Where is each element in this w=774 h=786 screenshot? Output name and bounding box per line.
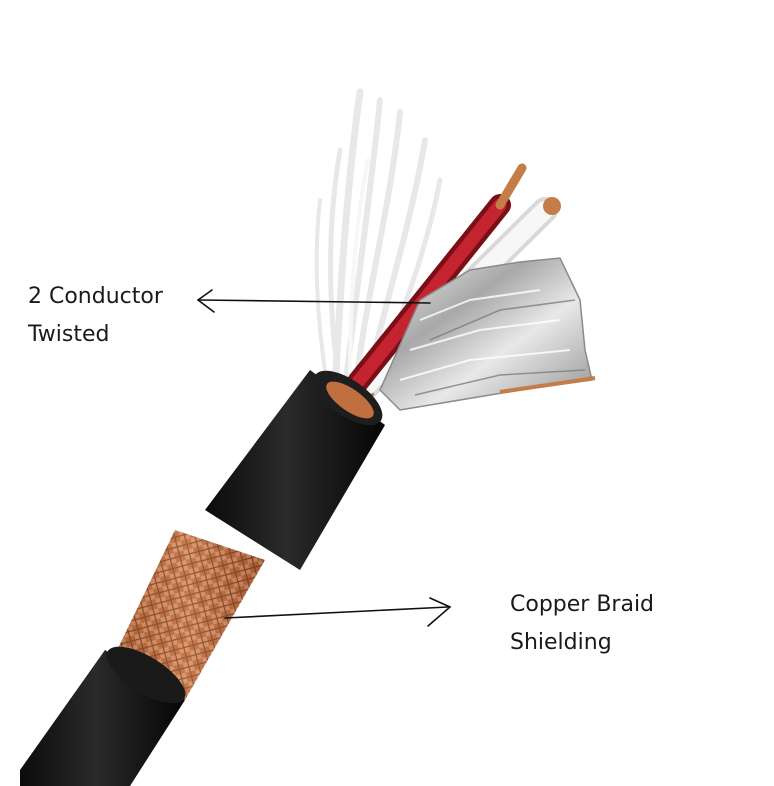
conductor-annotation-line1: 2 Conductor <box>28 284 163 309</box>
conductor-annotation-line2: Twisted <box>28 322 110 347</box>
inner-jacket <box>205 370 385 570</box>
red-wire <box>347 163 527 393</box>
braid-annotation-line1: Copper Braid <box>510 592 655 617</box>
braid-annotation: Copper Braid Shielding <box>510 586 654 662</box>
conductor-annotation: 2 Conductor Twisted <box>28 278 163 354</box>
outer-jacket <box>20 646 186 786</box>
braid-annotation-line2: Shielding <box>510 630 612 655</box>
foil-shield <box>379 257 596 411</box>
braid-arrow <box>224 597 452 627</box>
conductor-arrow <box>196 289 431 313</box>
